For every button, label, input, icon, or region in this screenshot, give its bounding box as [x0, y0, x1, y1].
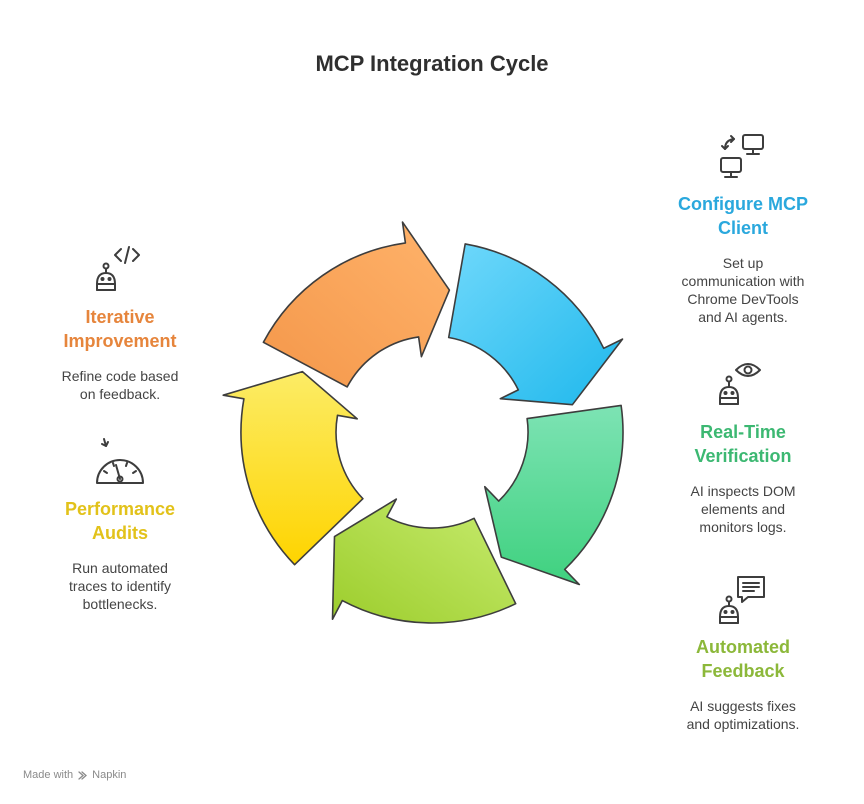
- robot-chat-icon: [719, 576, 765, 624]
- stage-verification-heading-1: Real-Time: [700, 422, 786, 442]
- stage-feedback-desc-1: AI suggests fixes: [690, 698, 796, 714]
- arrow-feedback: [331, 498, 517, 624]
- stage-configure: Configure MCP Client Set up communicatio…: [648, 130, 838, 326]
- footer: Made with Napkin: [23, 769, 126, 781]
- stage-feedback-heading-1: Automated: [696, 637, 790, 657]
- stage-improvement-desc-1: Refine code based: [61, 368, 179, 384]
- stage-improvement-desc-2: on feedback.: [79, 386, 161, 402]
- arrow-improvement: [262, 221, 451, 388]
- footer-brand[interactable]: Napkin: [92, 769, 127, 781]
- stage-configure-desc-4: and AI agents.: [698, 309, 788, 325]
- stage-audits-heading-1: Performance: [64, 499, 176, 519]
- stage-verification-desc-1: AI inspects DOM: [690, 483, 796, 499]
- robot-eye-icon: [719, 363, 761, 405]
- stage-verification-desc-3: monitors logs.: [699, 519, 787, 535]
- stage-feedback-heading-2: Feedback: [701, 661, 785, 681]
- stage-verification-desc-2: elements and: [700, 501, 786, 517]
- stage-improvement-heading-1: Iterative: [85, 307, 155, 327]
- stage-improvement: Iterative Improvement Refine code based …: [25, 244, 215, 403]
- arrow-configure: [447, 243, 624, 406]
- stage-verification: Real-Time Verification AI inspects DOM e…: [648, 356, 838, 536]
- stage-audits-desc-3: bottlenecks.: [82, 596, 158, 612]
- stage-audits: Performance Audits Run automated traces …: [25, 435, 215, 613]
- arrow-audits: [222, 370, 364, 566]
- stage-audits-heading-2: Audits: [92, 523, 148, 543]
- stage-configure-desc-2: communication with: [681, 273, 805, 289]
- gauge-icon: [96, 438, 144, 484]
- arrow-verification: [484, 404, 624, 586]
- stage-audits-desc-1: Run automated: [72, 560, 168, 576]
- robot-code-icon: [96, 246, 140, 291]
- stage-configure-desc-3: Chrome DevTools: [687, 291, 799, 307]
- stage-audits-desc-2: traces to identify: [69, 578, 171, 594]
- stage-improvement-heading-2: Improvement: [63, 331, 177, 351]
- stage-verification-heading-2: Verification: [694, 446, 792, 466]
- stage-feedback-desc-2: and optimizations.: [686, 716, 800, 732]
- napkin-logo-icon: [78, 770, 88, 780]
- stage-configure-heading-2: Client: [717, 218, 768, 238]
- computers-sync-icon: [720, 134, 764, 178]
- stage-configure-heading-1: Configure MCP: [678, 194, 808, 214]
- stage-configure-desc-1: Set up: [722, 255, 764, 271]
- diagram-title: MCP Integration Cycle: [315, 51, 549, 76]
- stage-feedback: Automated Feedback AI suggests fixes and…: [648, 573, 838, 733]
- footer-text: Made with: [23, 769, 74, 781]
